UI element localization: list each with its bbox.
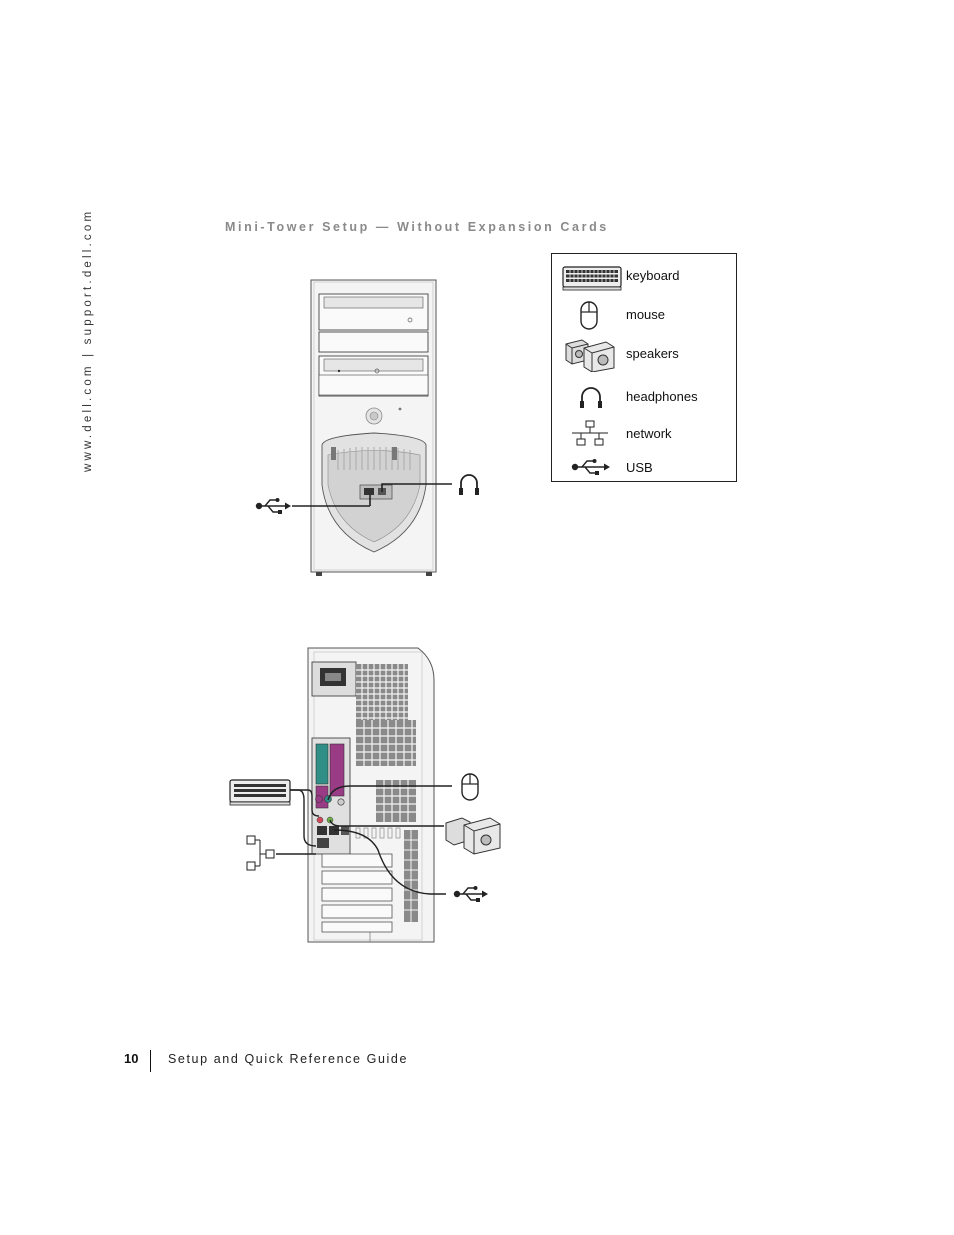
- front-usb-icon: [255, 498, 291, 514]
- usb-icon: [571, 459, 610, 475]
- back-mouse-icon: [461, 773, 479, 801]
- footer-divider: [150, 1050, 151, 1072]
- legend-item-keyboard: keyboard: [552, 258, 738, 294]
- legend-item-usb: USB: [552, 450, 738, 486]
- legend-label-keyboard: keyboard: [626, 268, 680, 283]
- back-tower-illustration: [229, 647, 501, 943]
- footer-title: Setup and Quick Reference Guide: [168, 1052, 408, 1066]
- legend-label-network: network: [626, 426, 672, 441]
- speakers-icon: [565, 339, 615, 372]
- back-network-icon: [246, 835, 275, 871]
- front-tower-illustration: [255, 279, 479, 576]
- back-keyboard-icon: [229, 779, 291, 806]
- section-title: Mini-Tower Setup — Without Expansion Car…: [225, 220, 609, 234]
- legend-label-speakers: speakers: [626, 346, 679, 361]
- front-headphones-icon: [459, 474, 479, 495]
- legend-item-network: network: [552, 416, 738, 452]
- back-speakers-icon: [445, 817, 501, 855]
- legend-label-usb: USB: [626, 460, 653, 475]
- legend-label-mouse: mouse: [626, 307, 666, 322]
- legend-box: keyboard mouse speakers headphones: [551, 253, 737, 482]
- page-number: 10: [124, 1051, 139, 1066]
- side-url: www.dell.com | support.dell.com: [82, 208, 94, 472]
- back-usb-icon: [453, 886, 488, 902]
- legend-item-headphones: headphones: [552, 379, 738, 415]
- network-icon: [572, 420, 608, 446]
- mouse-icon: [580, 301, 598, 330]
- legend-item-speakers: speakers: [552, 336, 738, 372]
- legend-item-mouse: mouse: [552, 297, 738, 333]
- keyboard-icon: [562, 266, 622, 291]
- headphones-icon: [580, 387, 602, 408]
- legend-label-headphones: headphones: [626, 389, 698, 404]
